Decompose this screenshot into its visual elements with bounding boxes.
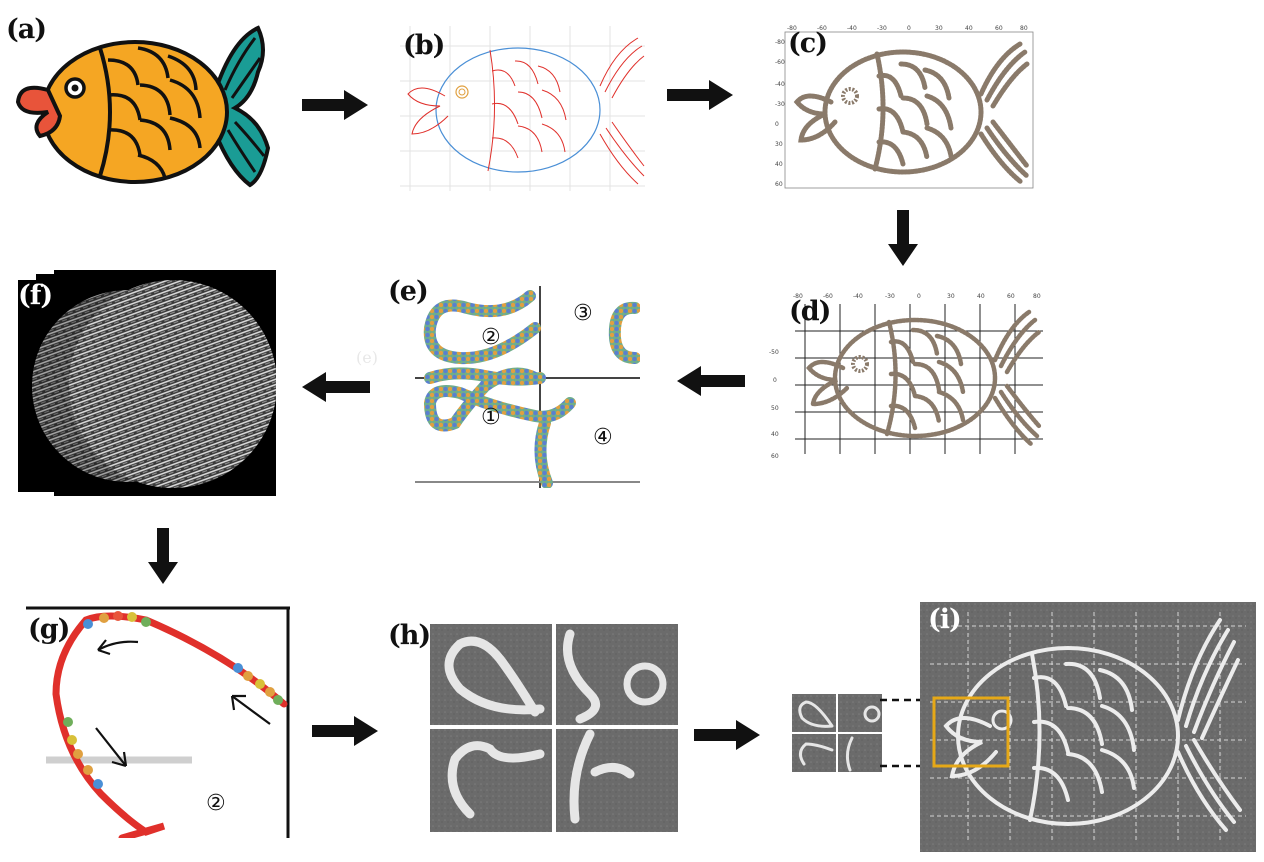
panel-b: (b) (400, 26, 645, 191)
panel-label-h: (h) (388, 620, 431, 651)
panel-c: -80 -60 -40 -30 0 30 40 60 80 -80 -60 -40 -30 0 30 40 6… (775, 24, 1037, 194)
sample-points (63, 611, 283, 789)
region-2-label: ② (206, 791, 226, 816)
ghost-label: (e) (356, 348, 378, 367)
svg-text:60: 60 (1007, 293, 1015, 300)
svg-text:40: 40 (775, 161, 783, 168)
arrow-right-icon (667, 80, 733, 110)
panel-label-e: (e) (388, 276, 429, 307)
fish-cartoon-image (15, 25, 271, 188)
svg-text:30: 30 (947, 293, 955, 300)
arrow-left-icon (677, 366, 745, 396)
sem-quadrants-image (430, 624, 678, 832)
segment-zoom-image: ② ③ ① ④ (415, 286, 641, 489)
region-2-label: ② (481, 325, 501, 350)
svg-text:-40: -40 (847, 25, 857, 32)
sem-fish-image (920, 602, 1256, 852)
sem-fish-structure (943, 618, 1242, 832)
svg-text:40: 40 (771, 431, 779, 438)
fish-beaded-outline (793, 41, 1030, 185)
svg-text:80: 80 (1033, 293, 1041, 300)
panel-label-d: (d) (789, 296, 831, 327)
region-3-label: ③ (573, 301, 593, 326)
beaded-trace (423, 290, 641, 489)
arrow-down-icon (148, 528, 178, 584)
svg-text:60: 60 (771, 453, 779, 460)
svg-text:40: 40 (965, 25, 973, 32)
svg-text:0: 0 (773, 377, 777, 384)
panel-label-g: (g) (28, 614, 70, 645)
svg-text:-60: -60 (817, 25, 827, 32)
svg-text:-50: -50 (769, 349, 779, 356)
y-tick-labels: -50 0 50 40 60 (769, 349, 779, 460)
arrow-left-icon (302, 372, 370, 402)
zoom-highlight-box (932, 696, 1010, 768)
panel-h: (h) (388, 614, 680, 832)
arrow-right-icon (312, 716, 378, 746)
svg-text:40: 40 (977, 293, 985, 300)
sem-structures (444, 629, 667, 824)
panel-label-i: (i) (928, 604, 962, 635)
svg-text:80: 80 (1020, 25, 1028, 32)
panel-i-inset (792, 694, 882, 772)
svg-text:0: 0 (917, 293, 921, 300)
svg-text:-30: -30 (885, 293, 895, 300)
svg-text:60: 60 (775, 181, 783, 188)
direction-arrows (95, 639, 271, 768)
svg-text:-30: -30 (775, 101, 785, 108)
region-labels: ② ③ ① ④ (481, 301, 613, 450)
fish-beaded-outline (806, 309, 1042, 447)
panel-label-c: (c) (788, 28, 828, 59)
arrow-down-icon (888, 210, 918, 266)
region-1-label: ① (481, 405, 501, 430)
red-trace (52, 612, 288, 842)
svg-text:-80: -80 (793, 293, 803, 300)
arrow-right-icon (694, 720, 760, 750)
svg-text:-30: -30 (877, 25, 887, 32)
hologram-stack-image (18, 270, 277, 496)
panel-e: ② ③ ① ④ (e) (385, 276, 641, 489)
svg-text:-60: -60 (823, 293, 833, 300)
svg-text:30: 30 (935, 25, 943, 32)
panel-i: (i) (920, 602, 1256, 852)
svg-text:50: 50 (771, 405, 779, 412)
y-tick-labels: -80 -60 -40 -30 0 30 40 60 (775, 39, 785, 188)
svg-text:-80: -80 (787, 25, 797, 32)
panel-a: (a) (0, 14, 280, 190)
svg-text:60: 60 (995, 25, 1003, 32)
svg-text:-80: -80 (775, 39, 785, 46)
panel-label-a: (a) (6, 14, 47, 45)
gridded-beaded-path-image: -80 -60 -40 -30 0 30 40 60 80 -50 0 50 40 60 (769, 293, 1043, 460)
arrow-right-icon (302, 90, 368, 120)
panel-label-f: (f) (18, 280, 53, 311)
x-tick-labels: -80 -60 -40 -30 0 30 40 60 80 (787, 25, 1028, 32)
svg-text:0: 0 (775, 121, 779, 128)
svg-text:-60: -60 (775, 59, 785, 66)
zoom-connector-lines (880, 698, 934, 768)
svg-text:-40: -40 (853, 293, 863, 300)
panel-label-b: (b) (403, 30, 445, 61)
panel-d: -80 -60 -40 -30 0 30 40 60 80 -50 0 50 40 60 (d) (765, 286, 1047, 464)
panel-g: ② (g) (26, 604, 292, 842)
svg-text:0: 0 (907, 25, 911, 32)
vector-outline-image (400, 26, 645, 191)
panel-f: (f) (18, 270, 277, 498)
path-tracing-image: ② (26, 606, 290, 842)
x-tick-labels: -80 -60 -40 -30 0 30 40 60 80 (793, 293, 1041, 300)
svg-text:30: 30 (775, 141, 783, 148)
sem-inset-image (792, 694, 882, 772)
beaded-path-image: -80 -60 -40 -30 0 30 40 60 80 -80 -60 -40 -30 0 30 40 6… (775, 25, 1034, 189)
svg-text:-40: -40 (775, 81, 785, 88)
region-4-label: ④ (593, 425, 613, 450)
